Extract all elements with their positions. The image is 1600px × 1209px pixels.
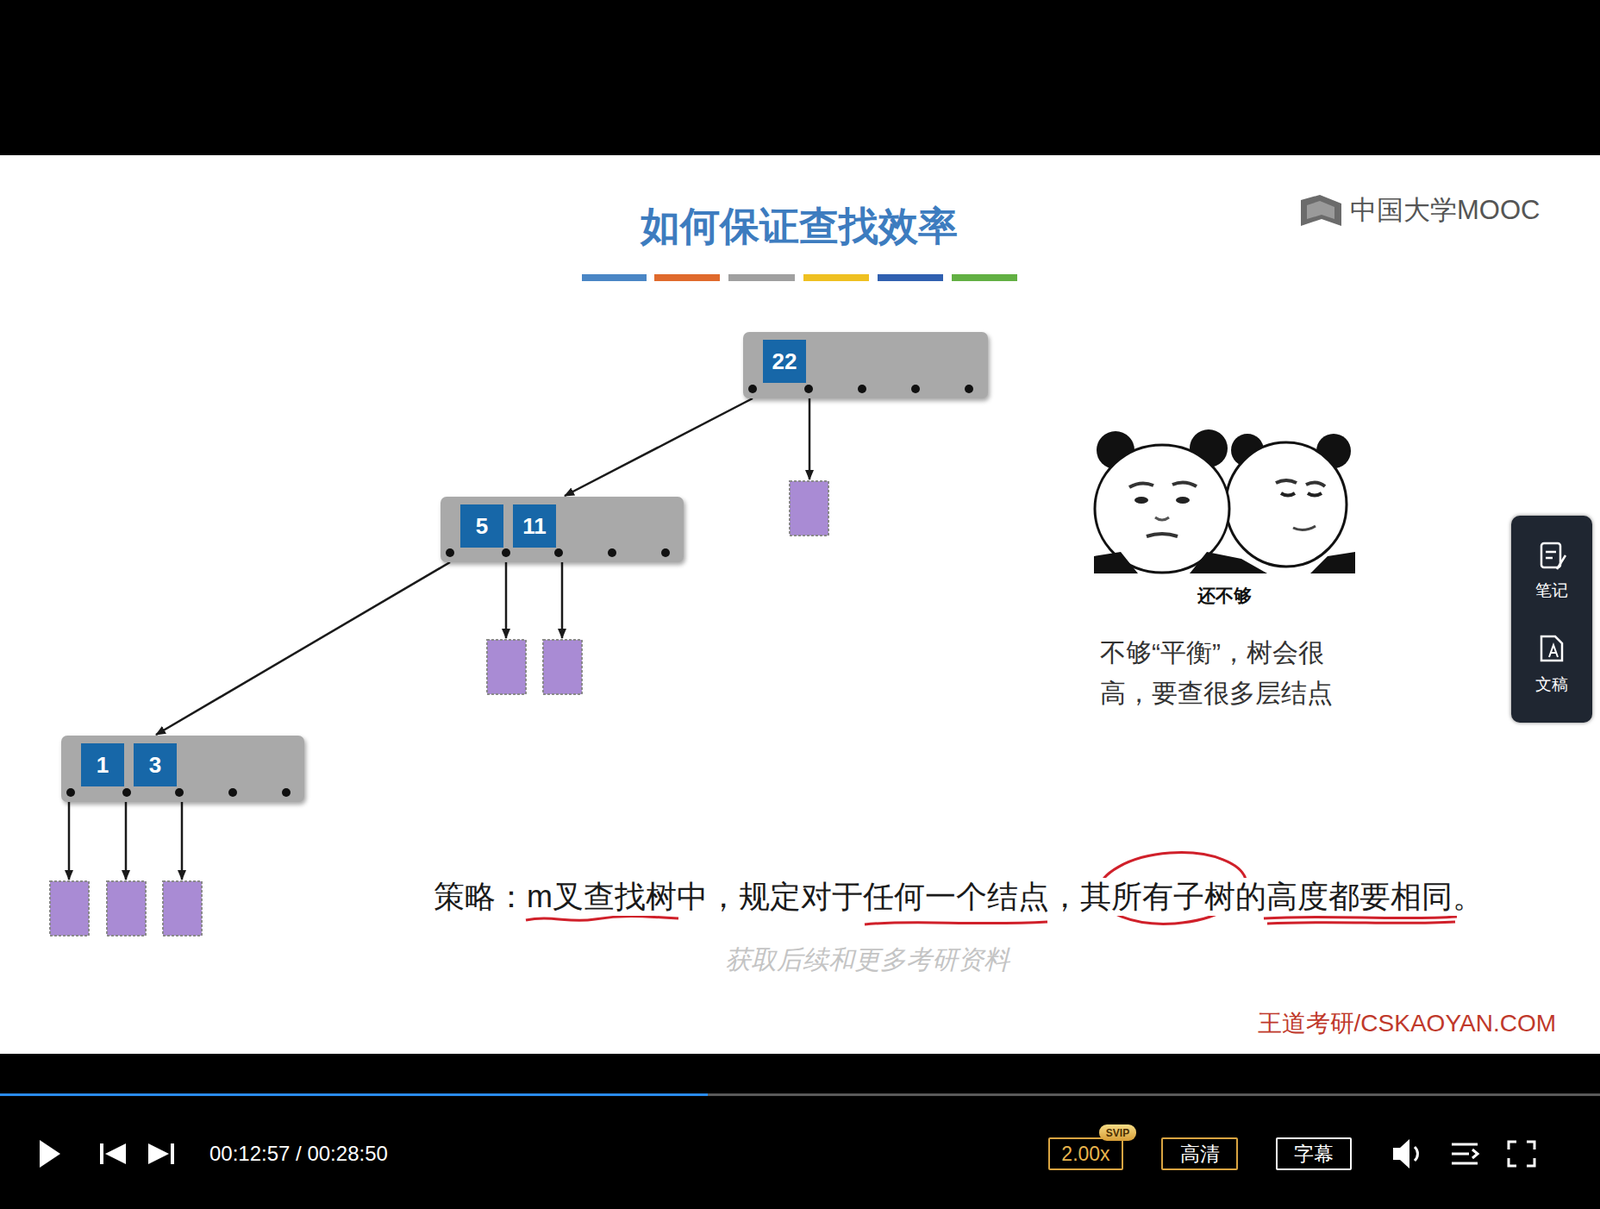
- note-text: 不够“平衡”，树会很高，要查很多层结点: [1100, 631, 1369, 713]
- key-tile: 5: [460, 504, 504, 548]
- panda-body: [1093, 551, 1356, 574]
- prev-icon: [105, 1143, 126, 1164]
- panda-eye: [1134, 496, 1149, 504]
- button-label: SVIP: [1106, 1126, 1130, 1139]
- top-bar: [0, 0, 1600, 156]
- brand-footer: 王道考研/CSKAOYAN.COM: [1257, 1008, 1557, 1038]
- null-leaf: [543, 639, 582, 694]
- pointer-dot: [964, 384, 974, 394]
- strategy-text: 策略：m叉查找树中，规定对于任何一个结点，其所有子树的高度都要相同。: [433, 877, 1484, 915]
- red-underline: [525, 916, 679, 921]
- tree-node: 13: [61, 735, 305, 802]
- tree-node: 511: [440, 496, 684, 563]
- play-icon: [39, 1139, 61, 1168]
- key-tile: 22: [762, 339, 807, 383]
- pointer-dot: [911, 384, 920, 394]
- slide-area: [0, 155, 1600, 1054]
- pointer-dot: [501, 548, 511, 557]
- title-bar: [803, 274, 869, 282]
- pointer-dot: [804, 384, 813, 394]
- logo-text: 中国大学MOOC: [1350, 193, 1540, 226]
- key-tile: 11: [512, 504, 557, 548]
- null-pointer-arrow: [181, 801, 184, 880]
- pointer-dot: [857, 384, 867, 394]
- child-pointer-arrow: [156, 562, 450, 735]
- null-pointer-arrow: [561, 562, 564, 638]
- pointer-dot: [445, 548, 455, 557]
- panda-brow: [1275, 480, 1325, 487]
- null-leaf: [106, 881, 146, 936]
- null-pointer-arrow: [125, 801, 128, 880]
- button-label: 2.00x: [1061, 1141, 1110, 1166]
- title-bar: [951, 274, 1018, 282]
- title-bar: [581, 274, 647, 282]
- red-underline: [1263, 916, 1457, 924]
- time-display: 00:12:57 / 00:28:50: [209, 1141, 388, 1167]
- button-label: 高清: [1180, 1141, 1220, 1166]
- null-leaf: [487, 639, 526, 694]
- null-leaf: [162, 881, 202, 936]
- speed-button: 2.00x: [1048, 1137, 1124, 1170]
- red-underline: [864, 921, 1048, 925]
- subtitle-button: 字幕: [1275, 1137, 1352, 1170]
- null-pointer-arrow: [68, 801, 71, 880]
- slide-title: 如何保证查找效率: [640, 202, 958, 250]
- null-leaf: [50, 881, 89, 936]
- pointer-dot: [661, 548, 670, 557]
- panda-eye: [1175, 496, 1190, 504]
- tree-node: 22: [743, 331, 988, 399]
- panel-label: 笔记: [1511, 581, 1593, 600]
- progress-track: [0, 1093, 1600, 1096]
- volume-icon: [1393, 1138, 1410, 1169]
- panda-brow: [1129, 481, 1197, 488]
- child-pointer-arrow: [564, 398, 753, 496]
- pointer-dot: [175, 787, 184, 797]
- fullscreen-icon: [1508, 1141, 1535, 1166]
- key-tile: 3: [133, 743, 177, 787]
- button-label: 字幕: [1293, 1141, 1334, 1166]
- pointer-dot: [554, 548, 563, 557]
- next-icon: [170, 1143, 175, 1164]
- null-leaf: [789, 481, 829, 536]
- logo-icon: [1306, 200, 1335, 219]
- panda-mouth: [1293, 525, 1316, 531]
- pointer-dot: [228, 787, 238, 797]
- panel-label: 文稿: [1511, 675, 1593, 694]
- side-panel: 笔记文稿: [1511, 515, 1593, 723]
- panda-face: [1225, 442, 1347, 567]
- null-pointer-arrow: [808, 398, 812, 480]
- list-icon: [1451, 1143, 1478, 1163]
- quality-button: 高清: [1161, 1137, 1238, 1170]
- panda-eye: [1281, 493, 1322, 496]
- progress-fill: [0, 1093, 708, 1096]
- logo-icon: [1300, 194, 1342, 226]
- title-bar: [877, 274, 944, 282]
- title-bar: [728, 274, 795, 282]
- null-pointer-arrow: [505, 562, 508, 638]
- pointer-dot: [607, 548, 617, 557]
- pointer-dot: [748, 384, 757, 394]
- next-icon: [148, 1143, 169, 1164]
- watermark: 获取后续和更多考研资料: [725, 943, 1010, 975]
- meme-caption: 还不够: [1197, 584, 1252, 607]
- title-bar: [654, 274, 720, 282]
- panda-mouth: [1146, 533, 1178, 537]
- volume-icon: [1414, 1146, 1418, 1161]
- pointer-dot: [66, 787, 75, 797]
- player-bar: [0, 1053, 1600, 1209]
- vip-badge: SVIP: [1099, 1124, 1137, 1141]
- key-tile: 1: [81, 743, 125, 787]
- prev-icon: [100, 1143, 104, 1164]
- panda-nose: [1155, 517, 1169, 520]
- pointer-dot: [122, 787, 132, 797]
- pointer-dot: [281, 787, 291, 797]
